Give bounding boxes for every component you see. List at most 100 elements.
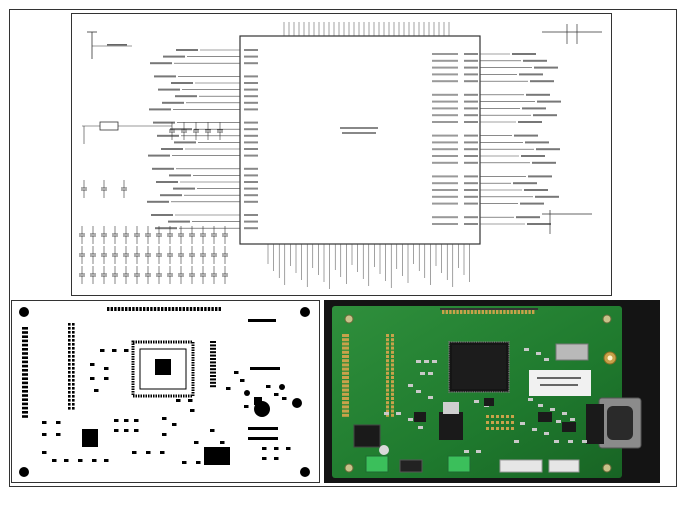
pad: [72, 355, 75, 358]
pin-label: [464, 59, 478, 62]
pad: [68, 335, 71, 338]
pad: [68, 367, 71, 370]
net-label: [432, 73, 458, 76]
pad: [194, 441, 199, 444]
header-pin: [503, 310, 506, 314]
smd-part: [464, 450, 469, 453]
pad: [72, 371, 75, 374]
pad: [160, 451, 165, 454]
pad: [210, 351, 216, 354]
pin-label: [244, 134, 258, 137]
pad: [210, 347, 216, 350]
pad: [150, 307, 153, 311]
net-label: [535, 195, 559, 198]
net-label: [149, 108, 171, 111]
header-pin: [445, 310, 448, 314]
net-label: [525, 141, 549, 144]
pad: [68, 407, 71, 410]
header-pin: [467, 310, 470, 314]
net-label: [175, 95, 197, 98]
pin-label: [464, 66, 478, 69]
smd-part: [544, 432, 549, 435]
net-label: [155, 227, 177, 230]
header-pin: [342, 380, 349, 384]
smd-part: [528, 398, 533, 401]
header-pin: [342, 338, 349, 342]
pad: [274, 457, 279, 460]
net-label: [432, 100, 458, 103]
pad: [286, 447, 291, 450]
pad: [72, 407, 75, 410]
net-label: [518, 121, 542, 123]
mounting-hole: [344, 463, 354, 473]
pin-label: [464, 182, 478, 185]
pad: [110, 307, 113, 311]
pad: [175, 307, 178, 311]
net-label: [432, 223, 458, 225]
header-pin: [452, 310, 456, 314]
header-pin: [386, 405, 389, 409]
header-pin: [391, 346, 394, 350]
pad: [68, 351, 71, 354]
pad: [193, 307, 196, 311]
qfp-footprint: [131, 340, 195, 398]
smd-part: [568, 440, 573, 443]
net-label: [170, 128, 192, 131]
pad: [72, 395, 75, 398]
header-pin: [386, 338, 389, 342]
header-pin: [496, 427, 499, 430]
header-pin: [386, 346, 389, 350]
pad: [68, 363, 71, 366]
header-pin: [506, 427, 509, 430]
pad: [124, 429, 129, 432]
ic-part-label: [340, 127, 378, 134]
net-label: [523, 59, 547, 62]
white-connectors: [499, 459, 580, 473]
header-pin: [342, 334, 349, 337]
header-pin: [342, 388, 349, 392]
header-pin: [386, 409, 389, 413]
power-jack: [353, 424, 381, 448]
pad: [250, 367, 280, 370]
pad: [146, 451, 151, 454]
pad: [124, 419, 129, 422]
header-pin: [496, 421, 499, 424]
pin-label: [244, 95, 258, 98]
pad: [22, 385, 28, 389]
pin-label: [244, 62, 258, 65]
ic-chip: [484, 398, 494, 406]
net-label: [532, 161, 556, 164]
ic-chip: [414, 412, 426, 422]
pcb-pads: [22, 307, 302, 465]
pad: [72, 403, 75, 406]
net-label: [147, 200, 169, 203]
pad: [157, 307, 160, 311]
pad: [104, 367, 109, 370]
smd-part: [408, 384, 413, 387]
pin-label: [244, 214, 258, 216]
net-label: [524, 189, 548, 191]
net-label: [154, 75, 176, 78]
smd-part: [396, 412, 401, 415]
header-pin: [386, 384, 389, 388]
net-label: [520, 202, 544, 205]
pad: [248, 437, 278, 440]
net-label: [534, 66, 558, 69]
pad: [143, 307, 146, 311]
header-pin: [492, 310, 495, 314]
pad: [124, 349, 129, 352]
pad: [274, 447, 279, 450]
net-label: [173, 187, 195, 190]
smd-part: [408, 418, 413, 421]
pin-label: [244, 220, 258, 223]
mounting-hole: [19, 307, 29, 317]
header-pin: [485, 310, 488, 314]
crystal-oscillator-symbol: [82, 121, 172, 144]
header-pin: [496, 310, 499, 314]
pin-label: [244, 181, 258, 183]
pad: [121, 307, 124, 311]
header-pin: [511, 427, 514, 430]
pad: [72, 399, 75, 402]
pad: [22, 415, 28, 418]
pad: [248, 427, 278, 430]
